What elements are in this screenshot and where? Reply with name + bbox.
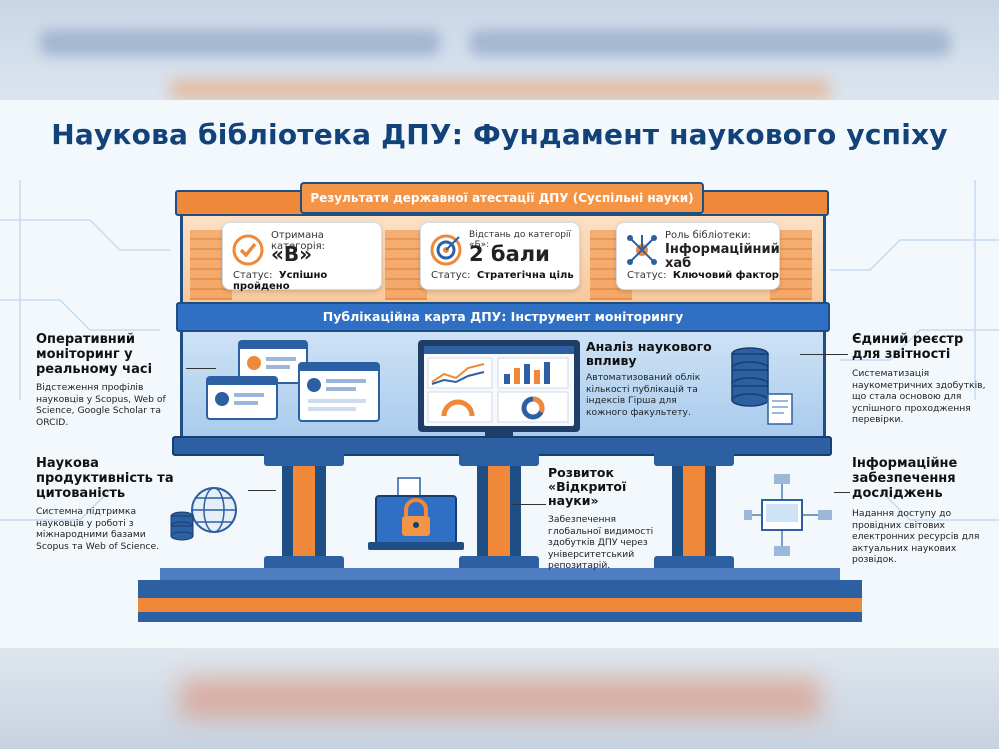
circuit-background xyxy=(0,180,999,521)
target-icon xyxy=(430,234,462,266)
blurred-orange-strip xyxy=(170,80,830,100)
monitoring-text: Відстеження профілів науковців у Scopus,… xyxy=(36,382,166,428)
globe-database-icon xyxy=(170,487,237,541)
infographic: Наукова бібліотека ДПУ: Фундамент науков… xyxy=(0,100,999,648)
monitoring-heading: Оперативний моніторинг у реальному часі xyxy=(36,332,153,377)
open-science-heading: Розвиток «Відкритої науки» xyxy=(548,465,627,508)
productivity-text: Системна підтримка науковців у роботі з … xyxy=(36,506,160,552)
research-support-text: Надання доступу до провідних світових ел… xyxy=(852,508,980,565)
page-title: Наукова бібліотека ДПУ: Фундамент науков… xyxy=(51,118,948,151)
status-value: Стратегічна ціль xyxy=(476,270,574,281)
distance-card: Відстань до категорії «Б»: 2 бали Статус… xyxy=(420,222,580,290)
open-science-text: Забезпечення глобальної видимості здобут… xyxy=(548,514,654,571)
status-prefix: Статус: xyxy=(431,270,471,281)
check-badge-icon xyxy=(232,234,264,266)
attestation-banner: Результати державної атестації ДПУ (Сусп… xyxy=(300,182,704,214)
pillar-left xyxy=(264,452,344,570)
card-value: Інформаційний хаб xyxy=(665,242,780,271)
profile-window xyxy=(206,376,278,420)
base-orange xyxy=(138,598,862,612)
callout-line xyxy=(186,368,216,369)
callout-line xyxy=(512,504,546,505)
base-blue xyxy=(138,580,862,598)
card-label: Отримана категорія: xyxy=(271,230,326,252)
registry-text: Систематизація наукометричних здобутків,… xyxy=(852,368,986,425)
role-card: Роль бібліотеки: Інформаційний хаб Стату… xyxy=(616,222,780,290)
card-label: Відстань до категорії «Б»: xyxy=(469,230,571,250)
impact-text: Автоматизований облік кількості публікац… xyxy=(586,372,701,418)
resource-network-icon xyxy=(744,474,832,556)
registry-heading: Єдиний реєстр для звітності xyxy=(852,332,964,362)
card-status: Статус: Ключовий фактор xyxy=(627,270,779,281)
callout-line xyxy=(834,492,850,493)
pillar-right xyxy=(654,452,734,570)
blurred-bar xyxy=(470,30,950,56)
user-profile-icon xyxy=(307,378,366,411)
category-card: Отримана категорія: «В» Статус: Успішно … xyxy=(222,222,382,292)
status-value: Успішно пройдено xyxy=(233,270,328,292)
blurred-footer-background xyxy=(0,648,999,749)
document-icon xyxy=(767,393,793,425)
card-value: «В» xyxy=(271,242,313,266)
callout-line xyxy=(800,354,848,355)
dashboard-chart-icon xyxy=(424,346,574,423)
base-bottom xyxy=(138,612,862,622)
status-prefix: Статус: xyxy=(233,270,273,281)
card-status: Статус: Успішно пройдено xyxy=(233,270,381,292)
pillar-center xyxy=(459,452,539,570)
card-status: Статус: Стратегічна ціль xyxy=(431,270,574,281)
impact-heading: Аналіз наукового впливу xyxy=(586,339,712,368)
card-value: 2 бали xyxy=(469,242,550,266)
laptop-lock-icon xyxy=(368,477,464,550)
publication-map-banner: Публікаційна карта ДПУ: Інструмент моніт… xyxy=(176,302,830,332)
network-hub-icon xyxy=(627,235,657,265)
status-prefix: Статус: xyxy=(627,270,667,281)
callout-line xyxy=(248,490,276,491)
status-value: Ключовий фактор xyxy=(672,270,779,281)
analytics-monitor xyxy=(418,340,580,432)
blurred-bar xyxy=(40,30,440,56)
user-profile-icon xyxy=(215,392,264,406)
blurred-orange-strip xyxy=(180,678,820,718)
dashboard-screen xyxy=(424,346,574,426)
research-support-heading: Інформаційне забезпечення досліджень xyxy=(852,456,958,501)
card-label: Роль бібліотеки: xyxy=(665,230,751,241)
productivity-heading: Наукова продуктивність та цитованість xyxy=(36,456,174,501)
blurred-header-background xyxy=(0,0,999,100)
base-top xyxy=(160,568,840,580)
profile-window xyxy=(298,362,380,422)
database-icon xyxy=(731,347,793,425)
user-profile-icon xyxy=(247,356,296,370)
